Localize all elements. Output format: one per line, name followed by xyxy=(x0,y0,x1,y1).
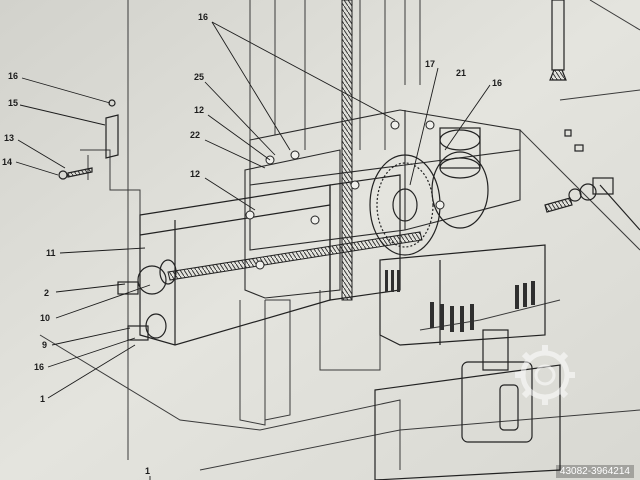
label-16-bottom: 16 xyxy=(34,362,44,372)
label-11: 11 xyxy=(46,248,56,258)
label-16-top: 16 xyxy=(198,12,208,22)
end-bearing-parts xyxy=(117,259,177,341)
label-25: 25 xyxy=(194,72,204,82)
label-16-right: 16 xyxy=(492,78,502,88)
right-exploded-parts xyxy=(544,0,640,231)
lead-screw xyxy=(167,231,423,281)
label-14: 14 xyxy=(2,157,12,167)
label-1-b: 1 xyxy=(145,466,150,476)
label-10: 10 xyxy=(40,313,50,323)
label-12-b: 12 xyxy=(190,169,200,179)
label-15: 15 xyxy=(8,98,18,108)
callout-labels: 16 17 21 16 25 12 22 12 16 15 13 14 11 2… xyxy=(2,12,502,476)
leader-lines xyxy=(15,21,491,480)
label-2: 2 xyxy=(44,288,49,298)
watermark-id: 43082-3964214 xyxy=(555,465,634,478)
left-bracket-parts xyxy=(58,99,119,180)
vertical-threaded-rod xyxy=(341,0,353,301)
label-17: 17 xyxy=(425,59,435,69)
label-16-left: 16 xyxy=(8,71,18,81)
gear-logo-icon xyxy=(515,345,575,405)
motor-housing xyxy=(374,244,561,480)
label-1-a: 1 xyxy=(40,394,45,404)
label-13: 13 xyxy=(4,133,14,143)
upper-plate xyxy=(244,109,521,299)
label-12-a: 12 xyxy=(194,105,204,115)
label-21: 21 xyxy=(456,68,466,78)
label-22: 22 xyxy=(190,130,200,140)
vent-slots xyxy=(385,270,535,332)
label-9: 9 xyxy=(42,340,47,350)
